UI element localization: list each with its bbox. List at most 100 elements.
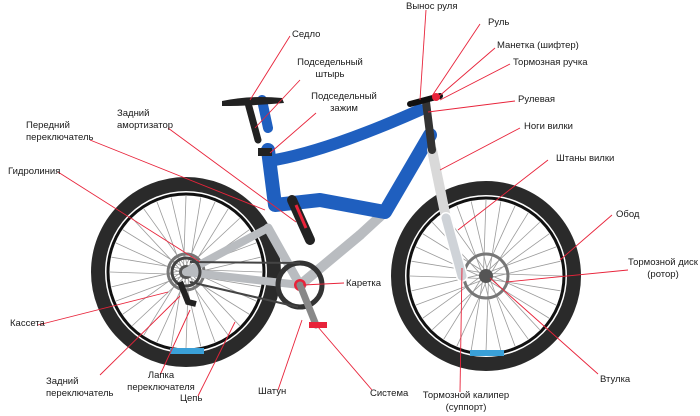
leader-fork-stanchions — [457, 159, 549, 231]
label-chain: Цепь — [180, 393, 203, 404]
label-front-derailleur: Передний переключатель — [26, 120, 94, 143]
fork — [422, 98, 468, 282]
spoke — [491, 212, 529, 273]
leader-brake-lever — [439, 63, 511, 101]
label-shifter: Манетка (шифтер) — [497, 40, 579, 51]
spoke — [470, 201, 488, 270]
spoke — [487, 282, 529, 340]
leader-bottom-bracket — [302, 282, 345, 286]
label-hydraulic-line: Гидролиния — [8, 166, 61, 177]
spoke — [489, 201, 502, 271]
front-rim-decal — [470, 350, 504, 356]
label-saddle: Седло — [292, 29, 321, 40]
cockpit — [407, 93, 443, 107]
label-stem: Вынос руля — [406, 1, 458, 12]
label-caliper: Тормозной калипер (суппорт) — [422, 390, 510, 413]
leader-rim — [559, 214, 613, 261]
leader-shifter — [436, 47, 496, 99]
label-bottom-bracket: Каретка — [346, 278, 382, 289]
seatpost-saddle — [222, 97, 284, 156]
label-fork-stanchions: Штаны вилки — [556, 153, 615, 164]
seat-clamp — [258, 148, 272, 156]
chain — [189, 261, 301, 308]
leader-front-derailleur — [89, 139, 266, 211]
spoke — [411, 260, 481, 273]
pedal — [309, 322, 327, 328]
leader-crankset — [317, 326, 373, 391]
spoke — [484, 282, 502, 351]
label-seatpost: Подседельный штырь — [297, 57, 363, 80]
spoke — [489, 281, 550, 319]
label-rear-shock: Задний амортизатор — [117, 108, 174, 131]
label-rim: Обод — [616, 209, 640, 220]
rear-derailleur — [177, 280, 197, 307]
label-headset: Рулевая — [518, 94, 556, 105]
cassette — [170, 256, 202, 288]
leader-fork-legs — [439, 127, 521, 171]
leader-rear-shock — [167, 127, 297, 223]
spoke — [415, 246, 480, 277]
spoke — [483, 199, 487, 270]
leader-crank-arm — [277, 319, 303, 391]
swingarm — [182, 207, 390, 290]
label-seat-clamp: Подседельный зажим — [311, 91, 377, 114]
spoke — [492, 233, 550, 275]
leader-bar — [431, 23, 481, 97]
front-tire — [391, 181, 581, 371]
spoke — [485, 205, 516, 270]
rear-rim-decal — [170, 348, 204, 354]
spoke — [409, 275, 480, 279]
crank-arm — [296, 281, 320, 329]
spoke — [492, 273, 563, 277]
spoke — [492, 260, 561, 278]
spoke — [491, 246, 557, 272]
label-fork-legs: Ноги вилки — [524, 121, 573, 132]
spoke — [490, 281, 516, 347]
leader-seatpost — [254, 79, 301, 129]
leader-rotor — [505, 269, 629, 283]
spoke — [485, 282, 489, 353]
leader-chain — [197, 321, 236, 397]
front-wheel — [391, 181, 581, 371]
spoke — [491, 279, 561, 292]
leader-rear-derailleur — [99, 295, 181, 376]
spoke — [488, 221, 541, 270]
spoke — [470, 281, 483, 351]
label-bar: Руль — [488, 17, 510, 28]
label-rotor: Тормозной диск (ротор) — [628, 257, 698, 280]
leader-derailleur-hanger — [159, 309, 191, 376]
spoke — [492, 275, 557, 306]
leader-seat-clamp — [269, 112, 317, 154]
leader-headset — [427, 100, 516, 113]
label-hub: Втулка — [600, 374, 631, 385]
spoke — [411, 274, 480, 292]
leader-hub — [489, 277, 599, 375]
leader-cassette — [37, 291, 169, 326]
spoke — [431, 282, 484, 331]
seatpost — [244, 99, 262, 144]
rear-shock — [287, 195, 315, 245]
label-crankset: Система — [370, 388, 409, 399]
label-rear-derailleur: Задний переключатель — [46, 376, 114, 399]
leader-stem — [419, 9, 427, 101]
spoke — [443, 279, 481, 340]
saddle — [222, 97, 284, 106]
spoke — [456, 205, 482, 271]
leader-caliper — [459, 267, 463, 393]
label-cassette: Кассета — [10, 318, 45, 329]
label-brake-lever: Тормозная ручка — [513, 57, 588, 68]
rear-wheel — [91, 177, 281, 367]
leader-saddle — [249, 35, 291, 101]
rear-tire — [91, 177, 281, 367]
drivetrain — [170, 256, 327, 329]
main-frame — [257, 95, 437, 219]
label-derailleur-hanger: Лапка переключателя — [127, 370, 195, 393]
spoke — [422, 277, 480, 319]
label-crank-arm: Шатун — [258, 386, 287, 397]
leader-hydraulic-line — [57, 171, 201, 263]
brake-lever-knob — [432, 93, 440, 101]
spoke — [415, 280, 481, 306]
spoke — [456, 282, 487, 347]
